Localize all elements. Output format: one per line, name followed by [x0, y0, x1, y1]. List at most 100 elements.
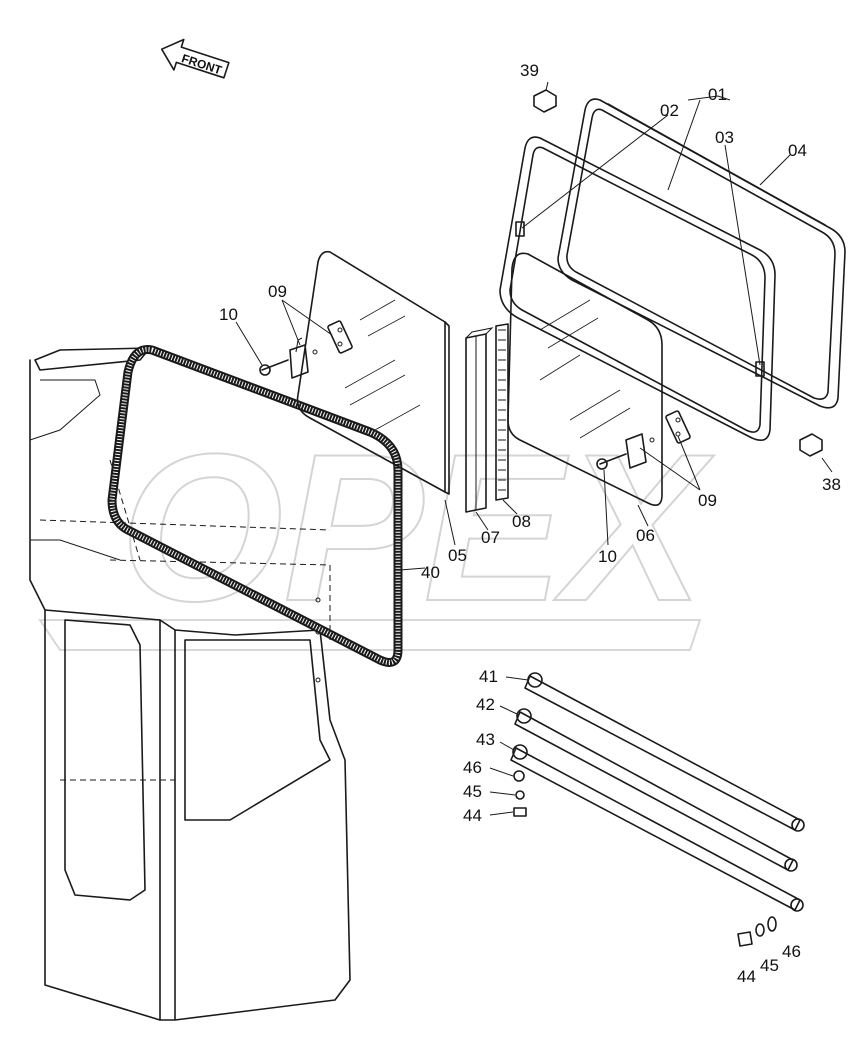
part-05-glass-panel	[296, 250, 450, 495]
leader-45a	[489, 791, 516, 796]
part-07-channel	[465, 327, 494, 513]
leader-44a	[489, 811, 514, 816]
glass-05-reflections	[344, 299, 421, 431]
cab-hidden-line-b	[109, 559, 331, 566]
frame-03-inner	[566, 108, 836, 400]
stay-41-eye-b	[791, 818, 805, 832]
stay-rods	[510, 672, 805, 912]
leader-41	[505, 676, 529, 681]
latch-handle-right	[625, 433, 647, 469]
fasteners-left	[513, 770, 527, 817]
channel-07-body	[465, 333, 487, 513]
washer-46-right	[767, 916, 777, 932]
label-05: 05	[448, 546, 467, 565]
seal-40-texture	[109, 346, 401, 665]
watermark-text: OPEX	[120, 410, 714, 645]
label-01: 01	[708, 85, 727, 104]
front-arrow-label: FRONT	[180, 51, 224, 77]
block-38	[799, 433, 823, 457]
channel-07-edges	[465, 327, 494, 510]
leader-01-bracket	[687, 95, 731, 101]
label-09b: 09	[698, 491, 717, 510]
leader-03	[724, 144, 761, 366]
glass-06-face	[507, 252, 663, 506]
label-07: 07	[481, 528, 500, 547]
latch-plate-right	[665, 410, 691, 444]
latch-plate-right-hole-a	[675, 417, 681, 423]
part-01-frame-assembly	[499, 98, 846, 441]
leader-07	[475, 511, 489, 531]
latch-washer-right	[649, 437, 655, 443]
label-46a: 46	[463, 758, 482, 777]
leader-38	[821, 457, 833, 473]
leader-08	[502, 499, 518, 515]
cab-body	[29, 347, 351, 1021]
bolt-44-right	[737, 931, 753, 947]
bolt-10-right-head	[596, 458, 608, 470]
glass-06-reflections	[539, 299, 631, 439]
leader-09b	[639, 435, 701, 491]
cab-hidden-line-c	[109, 459, 141, 561]
label-09a: 09	[268, 282, 287, 301]
label-08: 08	[512, 512, 531, 531]
leader-09a	[281, 299, 333, 346]
label-39: 39	[520, 61, 539, 80]
lock-washer-45-left	[515, 790, 525, 800]
cab-roof-recess	[29, 379, 101, 441]
cab-side-rail	[30, 539, 121, 561]
label-45b: 45	[760, 956, 779, 975]
latch-plate-hole-a	[337, 327, 343, 333]
leader-06	[637, 504, 649, 527]
leader-40	[399, 567, 426, 571]
stay-41-eye-a	[527, 672, 543, 688]
leader-05	[444, 499, 456, 546]
latch-handle-left	[289, 344, 309, 379]
label-45a: 45	[463, 782, 482, 801]
watermark-underline	[38, 619, 702, 651]
latch-assembly-left	[259, 320, 353, 379]
part-40-window-seal	[107, 344, 403, 667]
leader-42	[499, 705, 518, 715]
front-arrow-icon	[160, 38, 230, 79]
bolt-10-right-shank	[599, 453, 627, 465]
block-39	[533, 89, 557, 113]
cab-outline	[29, 359, 351, 1021]
washer-46-left	[513, 770, 525, 782]
label-44a: 44	[463, 806, 482, 825]
stay-43-eye-a	[512, 744, 528, 760]
label-10b: 10	[598, 547, 617, 566]
label-04: 04	[788, 141, 807, 160]
front-arrow: FRONT	[160, 38, 230, 79]
stay-43	[510, 747, 801, 911]
label-10a: 10	[219, 305, 238, 324]
part-labels: 01 02 03 04 05 06 07 08 09 09 10 10 38 3…	[219, 61, 841, 986]
stay-43-eye-b	[790, 898, 804, 912]
part-08-brush-strip	[495, 323, 509, 501]
latch-plate-hole-b	[337, 341, 343, 347]
cab-door-window	[64, 619, 146, 901]
cab-bolt-hole-c	[315, 677, 321, 683]
part-06-glass-panel	[507, 252, 663, 506]
bolt-10-left-shank	[261, 359, 289, 371]
cab-bolt-hole-a	[315, 597, 321, 603]
strip-08-body	[495, 323, 509, 501]
label-46b: 46	[782, 942, 801, 961]
label-03: 03	[715, 128, 734, 147]
part-39-block	[533, 89, 557, 113]
leader-04	[759, 154, 791, 186]
part-04-frame-seal	[607, 103, 826, 226]
frame-02-clip	[515, 221, 525, 237]
part-38-block	[799, 433, 823, 457]
label-06: 06	[636, 526, 655, 545]
frame-02-inner	[509, 146, 766, 433]
cab-front-window-opening	[184, 639, 331, 821]
stay-42	[514, 711, 794, 871]
leader-46a	[489, 767, 514, 777]
label-44b: 44	[737, 967, 756, 986]
stay-41	[524, 675, 801, 831]
glass-05-face	[296, 250, 446, 493]
frame-02-outer	[499, 136, 776, 441]
leader-39	[545, 81, 549, 91]
glass-05-edge	[444, 321, 450, 495]
